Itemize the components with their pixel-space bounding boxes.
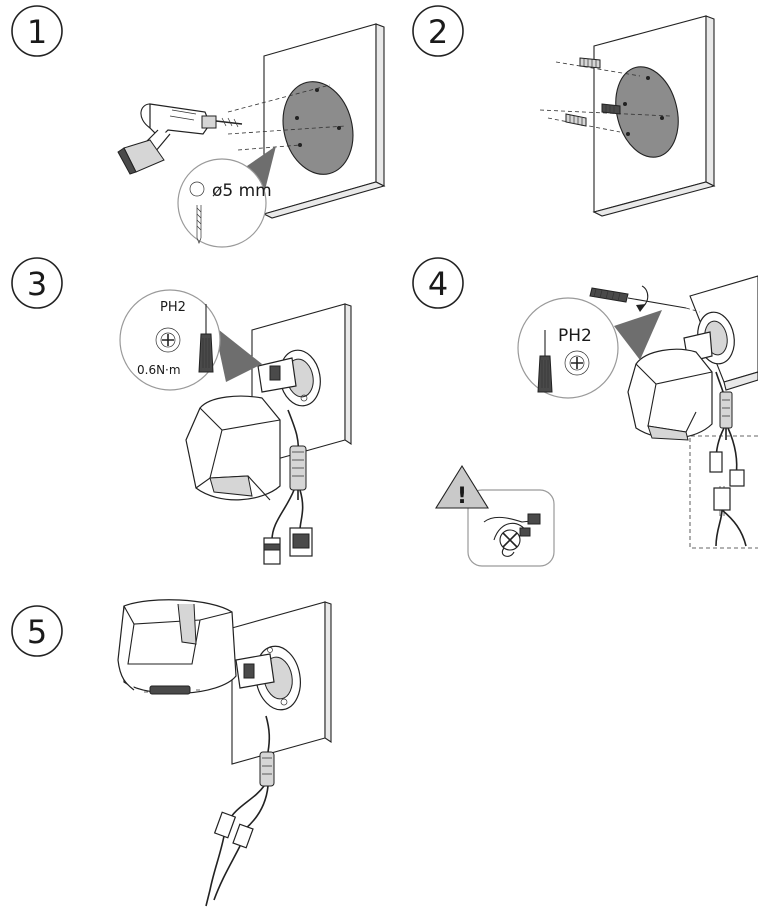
step-5: 5: [12, 600, 331, 906]
step-3-callout: PH2 0.6N·m: [120, 290, 262, 390]
step-3: 3: [12, 258, 351, 564]
cable-detail-box: [690, 436, 758, 548]
step-4-badge: 4: [413, 258, 463, 308]
hole-size-label: ø5 mm: [212, 181, 272, 201]
step-3-number: 3: [27, 265, 47, 303]
bit-size-label: PH2: [160, 300, 186, 315]
step-5-badge: 5: [12, 606, 62, 656]
step-3-badge: 3: [12, 258, 62, 308]
step-2-number: 2: [428, 13, 448, 51]
step-2: 2: [413, 6, 714, 216]
warning-symbol: !: [457, 484, 467, 509]
step-1-number: 1: [27, 13, 47, 51]
screwdriver-icon: [590, 286, 700, 312]
step-4-number: 4: [428, 265, 448, 303]
step-5-number: 5: [27, 613, 47, 651]
torque-label: 0.6N·m: [137, 363, 181, 377]
step-1-callout: ø5 mm: [178, 146, 276, 247]
step-4-warning: !: [436, 466, 554, 566]
step-1: 1: [12, 6, 384, 247]
step-2-wall: [594, 16, 714, 216]
bit-size-label: PH2: [558, 326, 592, 346]
step-2-badge: 2: [413, 6, 463, 56]
step-4: 4: [413, 258, 758, 566]
step-1-badge: 1: [12, 6, 62, 56]
